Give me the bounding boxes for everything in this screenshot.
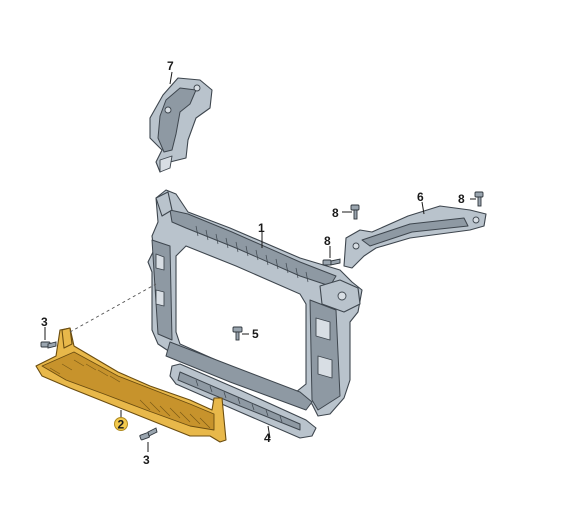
- callout-8-left: 8: [324, 234, 331, 248]
- callout-5: 5: [252, 327, 259, 341]
- callout-4: 4: [264, 431, 271, 445]
- part-6-side-bracket: [343, 205, 487, 269]
- alignment-line: [69, 283, 157, 333]
- callout-2-badge: [114, 417, 128, 431]
- callout-6: 6: [417, 190, 424, 204]
- part-1-lock-carrier-frame: [147, 189, 363, 417]
- bolt-8-left: [322, 258, 341, 266]
- leader-lines: [44, 71, 476, 452]
- callout-2: 2: [118, 418, 125, 432]
- callout-8-right: 8: [458, 192, 465, 206]
- callout-7: 7: [167, 59, 174, 73]
- callout-3-upper: 3: [41, 315, 48, 329]
- callout-8-middle: 8: [332, 206, 339, 220]
- bolt-8-middle: [350, 204, 360, 220]
- bolt-3-upper: [40, 341, 57, 349]
- bolt-5: [232, 326, 243, 341]
- callout-1: 1: [258, 221, 265, 235]
- bolt-3-lower: [139, 427, 158, 441]
- part-2-lower-cross-member: [35, 327, 227, 443]
- bolt-8-right: [474, 191, 484, 207]
- part-7-upper-bracket: [149, 77, 213, 173]
- callout-3-lower: 3: [143, 453, 150, 467]
- part-4-lower-strip: [169, 363, 317, 439]
